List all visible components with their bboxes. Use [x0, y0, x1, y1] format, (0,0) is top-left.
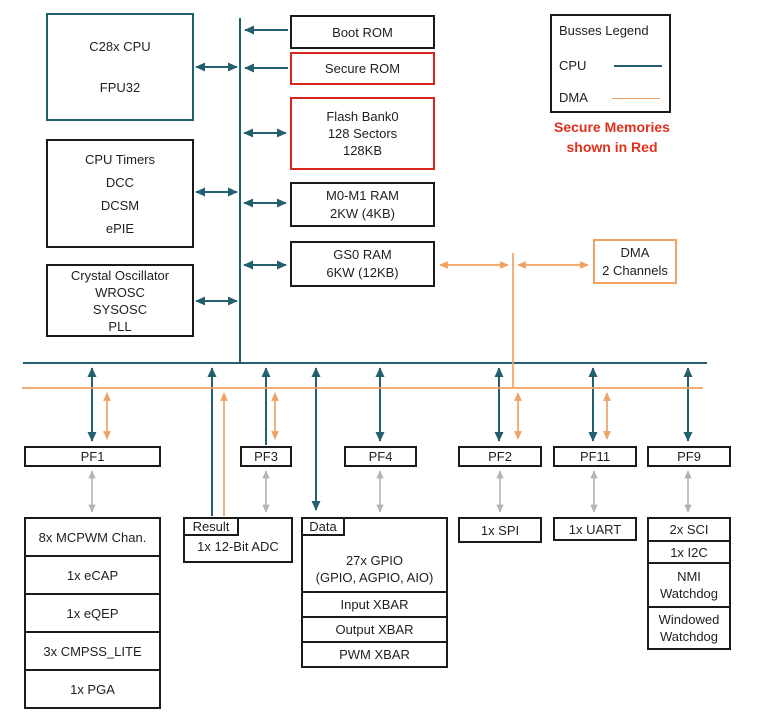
uart-block: 1x UART: [553, 517, 637, 541]
legend-cpu-label: CPU: [559, 58, 587, 73]
gpio-title: 27x GPIO (GPIO, AGPIO, AIO): [303, 519, 446, 591]
dma-bus-sample-line: [612, 98, 660, 99]
cpu-bus-sample-line: [614, 65, 662, 67]
cpu-timers-label: CPU Timers: [84, 151, 156, 167]
nmi-watchdog-row: NMI Watchdog: [647, 562, 731, 608]
gpio-count-label: 27x GPIO: [345, 553, 404, 568]
secure-memories-note: Secure Memories shown in Red: [554, 119, 670, 155]
flash-name-label: Flash Bank0: [326, 109, 399, 124]
pwm-xbar-row: PWM XBAR: [303, 641, 446, 666]
busses-legend: Busses Legend CPU DMA: [550, 14, 671, 113]
secure-rom-label: Secure ROM: [324, 61, 401, 76]
input-xbar-row: Input XBAR: [303, 591, 446, 616]
adc-label: 1x 12-Bit ADC: [197, 539, 279, 554]
dcc-label: DCC: [105, 174, 135, 190]
wrosc-label: WROSC: [95, 284, 145, 300]
crystal-oscillator-label: Crystal Oscillator: [70, 267, 170, 283]
output-xbar-row: Output XBAR: [303, 616, 446, 641]
fpu32-label: FPU32: [99, 80, 141, 95]
mcpwm-row: 8x MCPWM Chan.: [24, 517, 161, 557]
secure-rom-block: Secure ROM: [290, 52, 435, 85]
pll-label: PLL: [108, 318, 132, 334]
gs0-ram-label: GS0 RAM: [333, 247, 392, 262]
pga-row: 1x PGA: [24, 669, 161, 709]
adc-result-tab: Result: [183, 517, 239, 536]
flash-bank0-block: Flash Bank0 128 Sectors 128KB: [290, 97, 435, 170]
gs0-ram-block: GS0 RAM 6KW (12KB): [290, 241, 435, 287]
boot-rom-block: Boot ROM: [290, 15, 435, 49]
cmpss-row: 3x CMPSS_LITE: [24, 631, 161, 671]
pf2-frame: PF2: [458, 446, 542, 467]
legend-title: Busses Legend: [559, 23, 649, 38]
pf9-label: PF9: [677, 449, 701, 464]
pf2-label: PF2: [488, 449, 512, 464]
pf3-label: PF3: [254, 449, 278, 464]
spi-block: 1x SPI: [458, 517, 542, 543]
adc-block: Result 1x 12-Bit ADC: [183, 517, 293, 563]
pf1-frame: PF1: [24, 446, 161, 467]
m0m1-size-label: 2KW (4KB): [329, 205, 395, 221]
gpio-data-label: Data: [309, 519, 337, 534]
pf9-frame: PF9: [647, 446, 731, 467]
gpio-block: Data 27x GPIO (GPIO, AGPIO, AIO) Input X…: [301, 517, 448, 668]
eqep-row: 1x eQEP: [24, 593, 161, 633]
m0m1-ram-label: M0-M1 RAM: [326, 187, 399, 203]
peripheral-link-arrows: [88, 470, 692, 513]
oscillator-block: Crystal Oscillator WROSC SYSOSC PLL: [46, 264, 194, 337]
pf9-peripheral-stack: 2x SCI 1x I2C NMI Watchdog Windowed Watc…: [647, 517, 731, 650]
gs0-size-label: 6KW (12KB): [326, 265, 399, 280]
uart-label: 1x UART: [568, 521, 622, 537]
dma-label: DMA: [620, 244, 650, 260]
pf4-label: PF4: [368, 449, 393, 464]
dma-channels-label: 2 Channels: [602, 262, 668, 278]
c28x-cpu-block: C28x CPU FPU32: [46, 13, 194, 121]
pf3-frame: PF3: [240, 446, 292, 467]
flash-sectors-label: 128 Sectors: [327, 126, 398, 141]
pf1-label: PF1: [80, 449, 105, 464]
pf1-peripheral-stack: 8x MCPWM Chan. 1x eCAP 1x eQEP 3x CMPSS_…: [24, 517, 161, 709]
gpio-types-label: (GPIO, AGPIO, AIO): [315, 570, 434, 585]
adc-result-label: Result: [192, 519, 230, 534]
pf11-frame: PF11: [553, 446, 637, 467]
pf11-label: PF11: [579, 449, 611, 464]
c28x-cpu-label: C28x CPU: [89, 39, 151, 54]
sci-row: 2x SCI: [647, 517, 731, 542]
boot-rom-label: Boot ROM: [332, 24, 393, 40]
gpio-xbar-rows: Input XBAR Output XBAR PWM XBAR: [303, 591, 446, 666]
sysosc-label: SYSOSC: [92, 301, 148, 317]
gpio-data-tab: Data: [301, 517, 345, 536]
dma-block: DMA 2 Channels: [593, 239, 677, 284]
flash-size-label: 128KB: [342, 143, 383, 158]
ecap-row: 1x eCAP: [24, 555, 161, 595]
i2c-row: 1x I2C: [647, 540, 731, 564]
cpu-timers-block: CPU Timers DCC DCSM ePIE: [46, 139, 194, 248]
epie-label: ePIE: [105, 220, 135, 236]
legend-dma-label: DMA: [559, 90, 588, 105]
dcsm-label: DCSM: [100, 197, 140, 213]
m0m1-ram-block: M0-M1 RAM 2KW (4KB): [290, 182, 435, 227]
windowed-watchdog-row: Windowed Watchdog: [647, 606, 731, 650]
pf4-frame: PF4: [344, 446, 417, 467]
spi-label: 1x SPI: [480, 522, 520, 538]
